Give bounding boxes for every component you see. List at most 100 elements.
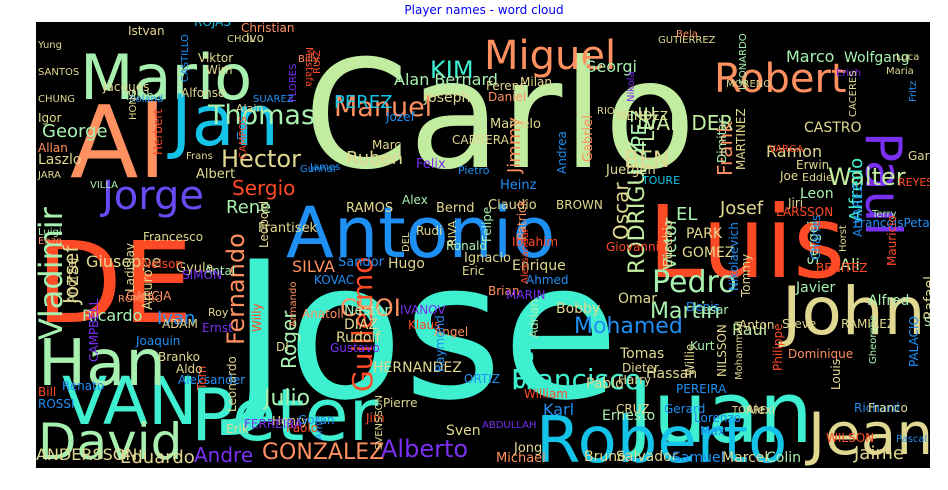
word-sandor: Sandor — [338, 255, 385, 270]
word-sergio: Sergio — [232, 176, 295, 200]
word-vladimir: Vladimir — [36, 206, 70, 340]
word-ruben: Ruben — [346, 148, 403, 169]
word-chol: CHOL — [227, 34, 255, 45]
word-jaime: Jaime — [853, 443, 904, 464]
word-gunnar: Gunnar — [300, 164, 338, 175]
word-renato: Renato — [62, 379, 104, 393]
word-reyes: REYES — [898, 176, 930, 189]
word-david: David — [38, 413, 182, 468]
word-rudi: Rudi — [416, 224, 442, 238]
word-roberto: Roberto — [536, 404, 787, 468]
word-antonio: Antonio — [286, 192, 555, 274]
word-abdullah: ABDULLAH — [482, 420, 536, 431]
word-willy: Willy — [250, 303, 264, 332]
word-ramos: RAMOS — [346, 201, 393, 216]
word-giovanni: Giovanni — [606, 240, 659, 254]
word-marcelo: Marcelo — [490, 117, 541, 132]
word-pablo: Pablo — [586, 376, 624, 392]
word-benitez: BENITEZ — [816, 261, 867, 275]
word-ortiz: ORTIZ — [464, 372, 500, 386]
word-dominique: Dominique — [788, 347, 853, 361]
word-cabrera: CABRERA — [452, 133, 510, 147]
word-palacio: PALACIO — [907, 316, 921, 367]
word-al: Al — [70, 84, 166, 201]
word-francesco: Francesco — [143, 230, 203, 244]
word-eusebio: Eusebio — [661, 220, 675, 267]
word-alvarez: ALVAREZ — [851, 184, 865, 237]
word-erwin: Erwin — [796, 158, 829, 172]
word-francisco: Francisco — [511, 363, 642, 396]
word-alfonso: Alfonso — [181, 86, 225, 100]
word-martin: Martin — [650, 299, 720, 324]
word-adrian: Adrian — [527, 299, 541, 338]
word-ivo: Ivo — [246, 31, 264, 45]
word-ben: BEN — [624, 148, 669, 173]
word-igor: Igor — [38, 111, 61, 125]
word-julio: Julio — [262, 386, 310, 411]
word-horst: Horst — [838, 225, 849, 252]
chart-title: Player names - word cloud — [404, 3, 564, 17]
word-dieter: Dieter — [622, 361, 659, 375]
word-del: DEL — [401, 232, 412, 252]
word-goran: Goran — [298, 413, 335, 427]
word-viktor: Viktor — [198, 51, 233, 65]
word-patrick: Patrick — [515, 199, 529, 240]
word-martinez: MARTINEZ — [734, 108, 748, 170]
word-van-der: VAN DER — [644, 111, 733, 135]
word-anton: Anton — [739, 318, 774, 332]
word-gheorghe: Gheorghe — [868, 315, 879, 364]
word-sven: Sven — [446, 423, 481, 439]
word-branko: Branko — [158, 350, 200, 364]
word-park: PARK — [686, 226, 723, 242]
word-leonardo: Leonardo — [225, 356, 239, 412]
word-alfredo: Alfredo — [846, 158, 867, 222]
word-ali: Ali — [840, 255, 860, 274]
word-larsson: LARSSON — [776, 205, 833, 219]
word-juergen: Juergen — [605, 163, 656, 178]
word-tommy: Tommy — [739, 254, 753, 298]
word-herbert: Herbert — [151, 109, 165, 155]
word-luis: Luis — [648, 184, 845, 301]
word-eddie: Eddie — [802, 171, 833, 184]
word-felix: Felix — [416, 157, 446, 172]
word-anatoli: Anatoli — [302, 307, 344, 321]
word-moreno: MORENO — [726, 79, 771, 90]
word-cloud-background — [36, 22, 930, 468]
word-mohamed: Mohamed — [574, 314, 683, 339]
word-claudio: Claudio — [488, 198, 537, 213]
word-erich: Erich — [836, 68, 861, 79]
word-terry: Terry — [871, 209, 897, 220]
word-nelson: Nelson — [142, 257, 183, 271]
word-harry: Harry — [618, 373, 651, 387]
word-omar: Omar — [618, 291, 657, 307]
word-hector: Hector — [221, 145, 301, 173]
word-wolfgang: Wolfgang — [844, 50, 910, 66]
word-joe: Joe — [779, 169, 798, 183]
word-campbell: CAMPBELL — [87, 298, 101, 362]
word-fritz: Fritz — [908, 81, 919, 102]
word-ramirez: RAMIREZ — [841, 317, 895, 331]
word-rojas: ROJAS — [194, 22, 231, 29]
word-lorenzo: Lorenzo — [694, 411, 741, 425]
word-cesar: Cesar — [694, 303, 728, 317]
word-sanchez: SANCHEZ — [924, 315, 930, 329]
word-robert: Robert — [714, 56, 847, 102]
word-paul: Paul — [854, 132, 912, 236]
word-ignacio: Ignacio — [464, 251, 511, 266]
word-ibrahim: Ibrahim — [512, 235, 558, 249]
word-giuseppe: Giuseppe — [86, 252, 161, 271]
word-denis: Denis — [686, 300, 720, 314]
word-jose: Jose — [221, 221, 619, 442]
word-francoispetar: FrancoisPetar — [854, 216, 930, 230]
word-james: James — [309, 162, 340, 173]
word-stefan: Stefan — [511, 312, 539, 390]
word-pietro: Pietro — [458, 164, 490, 177]
word-carlo: Carlo — [304, 29, 696, 203]
word-marin: MARIN — [506, 288, 545, 302]
word-gonzalez: GONZALEZ — [262, 440, 384, 465]
word-raymond: Raymond — [433, 315, 447, 372]
word-rossi: ROSSI — [38, 397, 75, 411]
word-jean: Jean — [805, 400, 930, 468]
word-jan: Jan — [167, 80, 279, 162]
word-gary: Gary — [908, 149, 930, 163]
